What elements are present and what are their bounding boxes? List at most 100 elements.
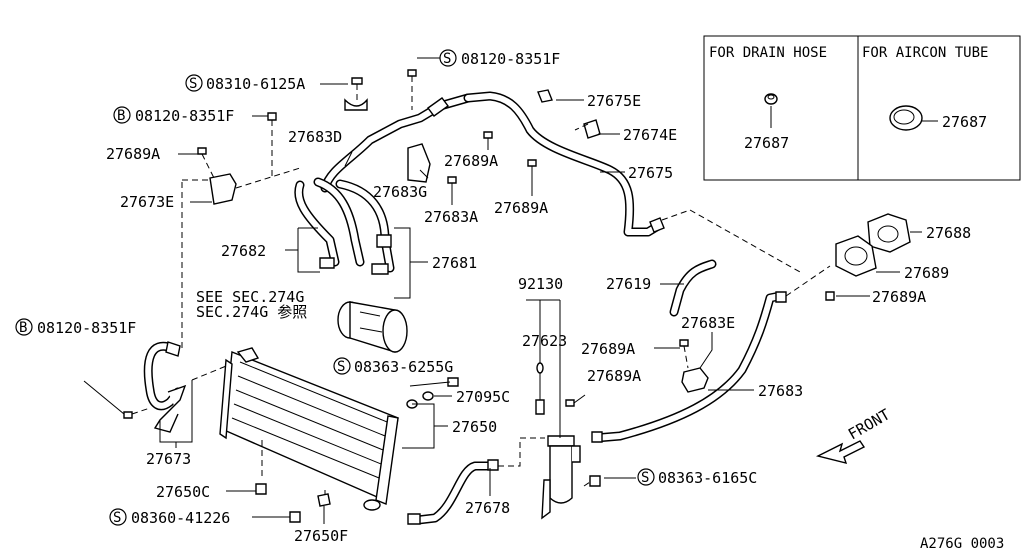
callout-27689A-6: 27689A [825,288,926,306]
callout-27650: 27650 [402,403,497,449]
clamp-27683E: 27683E [681,314,735,393]
svg-text:08120-8351F: 08120-8351F [461,50,560,68]
svg-text:S: S [189,76,197,92]
callout-27682: 27682 [221,227,320,273]
svg-text:S: S [443,51,451,67]
callout-27095C: 27095C [406,388,510,409]
callout-08310-6125A: S 08310-6125A [185,74,348,93]
callout-27675E: 27675E [556,92,641,110]
see-sec-text: SEE SEC.274G SEC.274G 参照 [196,288,307,321]
screw-icon [825,291,835,301]
aircon-grommet-icon [889,105,938,131]
callout-27689A-4: 27689A [581,339,689,369]
legend-drain-part: 27687 [744,134,789,152]
bolt-icon [344,77,368,111]
svg-text:27689A: 27689A [587,367,641,385]
svg-text:27675E: 27675E [587,92,641,110]
callout-27673: 27673 [146,380,193,468]
s-symbol-icon [109,508,127,526]
svg-text:27683E: 27683E [681,314,735,332]
callout-27650F: 27650F [294,493,348,545]
svg-text:27674E: 27674E [623,126,677,144]
hose-27681 [313,177,395,275]
b-symbol-icon [15,318,33,336]
svg-text:27673E: 27673E [120,193,174,211]
svg-text:B: B [117,108,125,124]
svg-text:27683A: 27683A [424,208,478,226]
legend-box: FOR DRAIN HOSE FOR AIRCON TUBE 27687 276… [703,35,1021,181]
screw-icon [679,339,689,347]
svg-text:S: S [641,470,649,486]
callout-08120-8351F-low: B 08120-8351F [15,318,151,419]
svg-text:27689A: 27689A [872,288,926,306]
svg-text:27678: 27678 [465,499,510,517]
bracket-icon [209,173,237,205]
svg-text:B: B [19,320,27,336]
gasket-27689: 27689 [835,235,949,282]
screw-icon [197,147,207,155]
svg-text:08310-6125A: 08310-6125A [206,75,305,93]
flange-27688: 27688 [867,213,971,253]
bolt-icon-2 [267,112,277,180]
callout-27674E: 27674E [574,119,677,144]
svg-text:92130: 92130 [518,275,563,293]
screw-icon [483,131,493,139]
legend-aircon-part: 27687 [942,113,987,131]
screw-icon [565,399,575,407]
callout-27689A-2: 27689A [444,131,498,170]
s-symbol-icon [185,74,203,92]
condenser-27650 [219,347,399,511]
screw-icon [123,411,133,419]
svg-text:27689A: 27689A [494,199,548,217]
callout-27678: 27678 [465,468,510,517]
front-label: FRONT [845,405,893,443]
svg-text:S: S [337,359,345,375]
nut-icon [255,483,267,495]
screw-icon [447,176,457,184]
svg-text:27689A: 27689A [444,152,498,170]
switch-27623: 27623 [522,332,567,415]
svg-text:S: S [113,510,121,526]
hose-27683 [591,291,787,443]
tube-27675 [463,89,665,237]
svg-text:08120-8351F: 08120-8351F [135,107,234,125]
svg-text:27681: 27681 [432,254,477,272]
callout-27689A-5: 27689A [565,367,641,407]
upper-tube-27683D [320,93,473,193]
callout-27689A-3: 27689A [494,159,548,217]
callout-27683A: 27683A [424,176,478,226]
callout-27683D: 27683D [288,128,353,167]
svg-text:27683D: 27683D [288,128,342,146]
svg-text:27650C: 27650C [156,483,210,501]
hose-27619: 27619 [606,259,717,317]
svg-text:27650: 27650 [452,418,497,436]
pipe-27673 [143,341,187,433]
svg-text:27675: 27675 [628,164,673,182]
svg-text:08360-41226: 08360-41226 [131,509,230,527]
callout-27683: 27683 [708,382,803,400]
clip-icon [317,493,331,507]
bolt-icon [447,377,459,387]
diagram-code: A276G 0003 [920,536,1004,552]
svg-text:08120-8351F: 08120-8351F [37,319,136,337]
callout-08360-41226: S 08360-41226 [109,508,301,527]
receiver-drier-icon [541,435,581,520]
svg-text:27689A: 27689A [581,340,635,358]
svg-text:27095C: 27095C [456,388,510,406]
screw-icon [527,159,537,167]
legend-drain-hose-title: FOR DRAIN HOSE [709,45,827,61]
svg-text:08363-6165C: 08363-6165C [658,469,757,487]
legend-aircon-tube-title: FOR AIRCON TUBE [862,45,988,61]
svg-text:27682: 27682 [221,242,266,260]
svg-text:08363-6255G: 08363-6255G [354,358,453,376]
callout-08120-8351F-left: B 08120-8351F [113,106,268,125]
clip-icon [583,119,601,139]
pipe-27678 [407,459,499,525]
callout-08120-8351F-top: S 08120-8351F [417,49,560,68]
svg-text:SEE SEC.274G: SEE SEC.274G [196,288,304,306]
callout-27675: 27675 [600,164,673,182]
svg-text:27673: 27673 [146,450,191,468]
hose-27682 [294,180,340,267]
svg-text:27683: 27683 [758,382,803,400]
